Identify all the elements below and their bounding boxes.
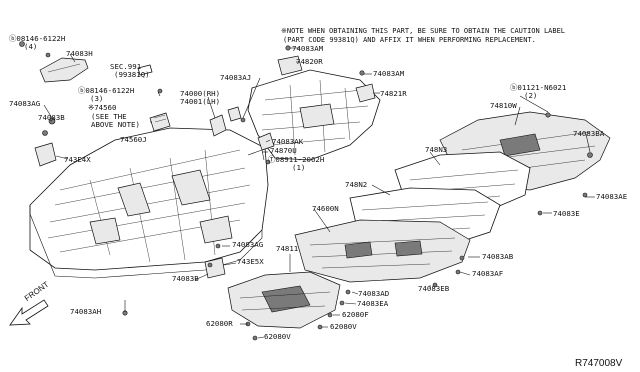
- label-74083ab: 74083AB: [482, 252, 514, 261]
- label-62080v-a: 62080V: [264, 332, 291, 341]
- bracket-74000: [209, 114, 227, 137]
- label-74083ad: 74083AD: [358, 289, 390, 298]
- label-748n2: 748N2: [345, 180, 368, 189]
- label-748n3: 748N3: [425, 145, 448, 154]
- bracket-74821r: [355, 83, 376, 103]
- label-08911-qty: (1): [292, 163, 306, 172]
- label-74083ah: 74083AH: [70, 307, 102, 316]
- label-74083b-mid: 74083B: [172, 274, 199, 283]
- undercover-74600n: [294, 219, 471, 283]
- label-743e5x: 743E5X: [237, 257, 264, 266]
- label-74600n: 74600N: [312, 204, 339, 213]
- floor-panel-rear: [247, 69, 381, 161]
- bracket-74083h: [39, 57, 89, 83]
- label-62080f: 62080F: [342, 310, 369, 319]
- label-74083am-right: 74083AM: [373, 69, 405, 78]
- label-62080r: 62080R: [206, 319, 233, 328]
- label-74083aj: 74083AJ: [220, 73, 252, 82]
- label-743e4x: 743E4X: [64, 155, 91, 164]
- label-74083b-left: 74083B: [38, 113, 65, 122]
- label-74083ag-mid: 74083AG: [232, 240, 264, 249]
- label-74820r: 74820R: [296, 57, 323, 66]
- label-08146-6122h-b: ⓑ08146-6122H: [78, 86, 135, 95]
- fasteners: [19, 41, 593, 341]
- label-74001-lh: 74001(LH): [180, 97, 221, 106]
- label-08911-2062h: Ⓣ08911-2062H: [268, 155, 325, 164]
- label-74083e: 74083E: [553, 209, 580, 218]
- undercover-74811: [227, 271, 341, 329]
- label-74083af: 74083AF: [472, 269, 504, 278]
- bracket-74820r: [277, 55, 303, 76]
- label-sec-991-code: (99381Q): [114, 70, 150, 79]
- leader-lines: [43, 47, 595, 339]
- label-74560: ※74560: [88, 103, 117, 112]
- caution-label-plate: [137, 64, 153, 76]
- label-62080v-b: 62080V: [330, 322, 357, 331]
- label-08146-qty-a: (4): [24, 42, 38, 51]
- label-74000-rh: 74000(RH): [180, 89, 221, 98]
- label-08146-qty-b: (3): [90, 94, 104, 103]
- bracket-743e4x: [34, 142, 57, 167]
- reference-code: R747008V: [575, 358, 623, 369]
- label-74821r: 74821R: [380, 89, 407, 98]
- label-01121-qty: (2): [524, 91, 538, 100]
- label-74083ae: 74083AE: [596, 192, 628, 201]
- label-01121-n6021: ⓑ01121-N6021: [510, 83, 567, 92]
- label-74560j: [149, 112, 171, 132]
- bracket-74083ak: [257, 132, 275, 151]
- bracket-743e5x: [204, 257, 226, 279]
- label-74083ea: 74083EA: [357, 299, 389, 308]
- label-08146-6122h-a: ⓑ08146-6122H: [9, 34, 66, 43]
- floor-panel-front: [29, 127, 269, 279]
- label-74083ag-left: 74083AG: [9, 99, 41, 108]
- caution-note-line-2: (PART CODE 99381Q) AND AFFIX IT WHEN PER…: [283, 36, 536, 44]
- label-74810w: 74810W: [490, 101, 517, 110]
- label-74083ak: 74083AK: [272, 137, 304, 146]
- label-74083h-top: 74083H: [66, 49, 93, 58]
- label-74560-note-1: (SEE THE: [91, 112, 127, 121]
- label-74811: 74811: [276, 244, 299, 253]
- label-74083eb: 74083EB: [418, 284, 450, 293]
- front-arrow-icon: [9, 299, 49, 326]
- label-74870u: 74870U: [270, 146, 297, 155]
- label-74560-note-2: ABOVE NOTE): [91, 120, 140, 129]
- caution-note-line-1: ※NOTE WHEN OBTAINING THIS PART, BE SURE …: [281, 27, 566, 35]
- label-74083am-top: 74083AM: [292, 44, 324, 53]
- label-74083ba: 74083BA: [573, 129, 605, 138]
- label-74560j: 74560J: [120, 135, 147, 144]
- label-sec-991: SEC.991: [110, 62, 142, 71]
